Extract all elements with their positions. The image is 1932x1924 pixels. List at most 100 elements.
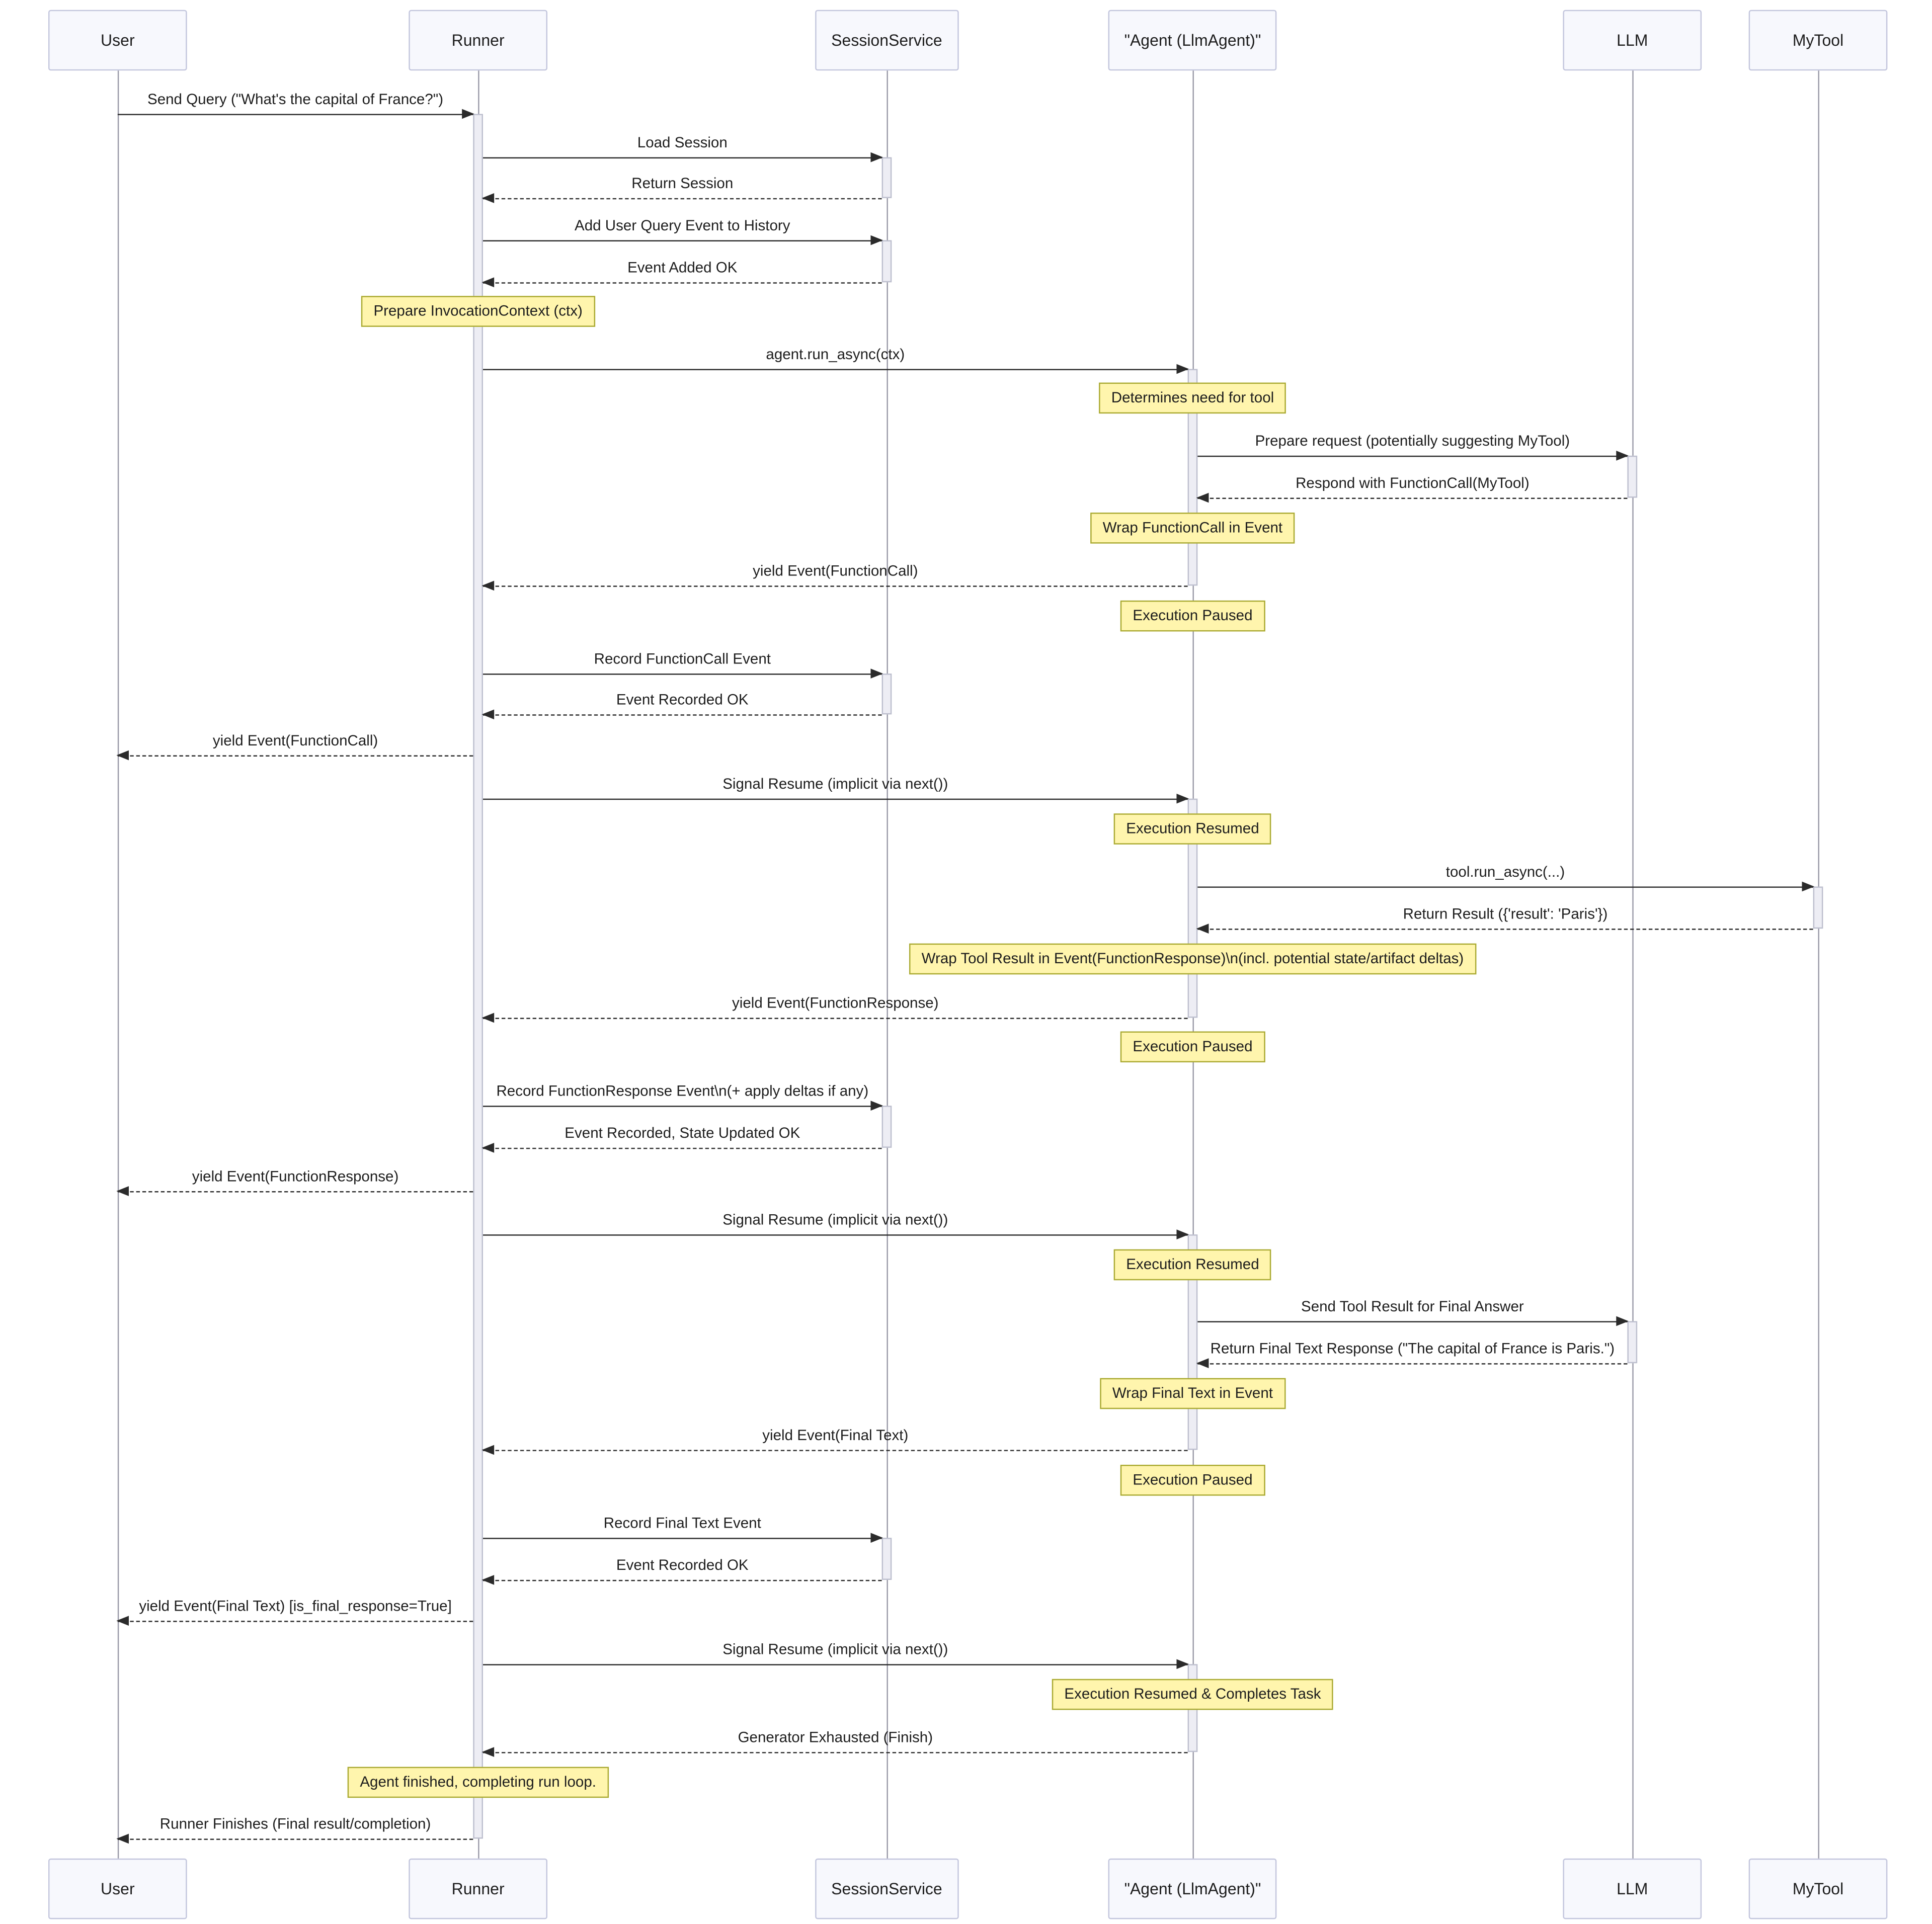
activation-llm [1627, 455, 1638, 498]
message-label: Prepare request (potentially suggesting … [1255, 432, 1570, 450]
message-line [483, 198, 882, 200]
participant-label: "Agent (LlmAgent)" [1124, 31, 1261, 50]
message-label: Event Recorded OK [616, 1556, 749, 1574]
note: Wrap Tool Result in Event(FunctionRespon… [909, 943, 1476, 975]
message-line [483, 1106, 882, 1107]
message-label: Runner Finishes (Final result/completion… [159, 1815, 431, 1833]
participant-mytool-bottom: MyTool [1748, 1858, 1888, 1919]
message-line [483, 1018, 1188, 1019]
message-label: yield Event(Final Text) [762, 1426, 909, 1444]
message-label: Signal Resume (implicit via next()) [722, 775, 948, 793]
arrowhead-icon [1196, 924, 1209, 934]
arrowhead-icon [481, 709, 495, 720]
message-label: Return Final Text Response ("The capital… [1210, 1340, 1615, 1357]
arrowhead-icon [870, 1533, 883, 1543]
arrowhead-icon [481, 1445, 495, 1455]
message-line [483, 1579, 882, 1581]
message-arrow: Return Result ({'result': 'Paris'}) [1196, 904, 1813, 934]
message-line [1197, 929, 1813, 930]
message-label: tool.run_async(...) [1445, 863, 1565, 881]
arrowhead-icon [481, 1747, 495, 1757]
message-arrow: Add User Query Event to History [483, 215, 883, 245]
message-arrow: Signal Resume (implicit via next()) [483, 774, 1189, 804]
message-arrow: Event Recorded OK [481, 690, 882, 720]
message-label: Signal Resume (implicit via next()) [722, 1211, 948, 1228]
message-label: Record Final Text Event [603, 1514, 761, 1532]
message-line [483, 1538, 882, 1539]
participant-label: User [101, 1879, 135, 1898]
message-line [483, 714, 882, 716]
message-line [483, 798, 1188, 800]
activation-sessionservice [881, 157, 892, 198]
arrowhead-icon [116, 1616, 129, 1626]
message-line [117, 1621, 473, 1622]
message-arrow: Signal Resume (implicit via next()) [483, 1210, 1189, 1240]
arrowhead-icon [870, 1101, 883, 1111]
message-line [1197, 455, 1628, 457]
message-label: Event Added OK [627, 259, 738, 276]
note: Determines need for tool [1099, 382, 1286, 414]
participant-label: LLM [1617, 1879, 1648, 1898]
message-label: yield Event(FunctionResponse) [192, 1167, 399, 1185]
message-line [1197, 497, 1628, 499]
arrowhead-icon [1616, 1316, 1629, 1326]
participant-runner-bottom: Runner [409, 1858, 548, 1919]
note: Execution Paused [1120, 1031, 1265, 1063]
arrowhead-icon [116, 1186, 129, 1196]
arrowhead-icon [1196, 1358, 1209, 1369]
participant-runner-top: Runner [409, 10, 548, 71]
participant-label: MyTool [1792, 31, 1844, 50]
message-line [483, 282, 882, 284]
note: Execution Paused [1120, 600, 1265, 632]
message-line [483, 1664, 1188, 1665]
note: Execution Resumed [1113, 813, 1272, 845]
message-line [117, 1191, 473, 1193]
note: Execution Paused [1120, 1465, 1265, 1496]
message-line [483, 369, 1188, 371]
message-line [483, 1234, 1188, 1236]
message-line [483, 1147, 882, 1149]
note: Wrap Final Text in Event [1100, 1378, 1285, 1409]
arrowhead-icon [481, 1143, 495, 1153]
message-label: Return Session [631, 175, 734, 192]
participant-label: Runner [451, 1879, 505, 1898]
message-line [483, 157, 882, 159]
participant-user-bottom: User [48, 1858, 187, 1919]
arrowhead-icon [1616, 451, 1629, 461]
lifeline-user [117, 70, 119, 1859]
arrowhead-icon [1176, 364, 1189, 374]
participant-llm-bottom: LLM [1563, 1858, 1702, 1919]
message-arrow: Record Final Text Event [483, 1513, 883, 1543]
message-label: yield Event(FunctionResponse) [732, 994, 939, 1012]
arrowhead-icon [481, 1013, 495, 1023]
message-arrow: Runner Finishes (Final result/completion… [116, 1814, 473, 1844]
message-label: Send Query ("What's the capital of Franc… [147, 90, 444, 108]
message-arrow: agent.run_async(ctx) [483, 344, 1189, 374]
message-label: Record FunctionCall Event [594, 650, 771, 667]
message-label: yield Event(FunctionCall) [753, 562, 918, 580]
message-label: yield Event(Final Text) [is_final_respon… [139, 1597, 452, 1615]
message-label: Generator Exhausted (Finish) [738, 1728, 933, 1746]
message-line [483, 585, 1188, 587]
arrowhead-icon [1176, 1229, 1189, 1240]
message-arrow: Event Recorded, State Updated OK [481, 1123, 882, 1153]
message-label: Event Recorded, State Updated OK [565, 1124, 800, 1142]
activation-sessionservice [881, 240, 892, 283]
message-label: Record FunctionResponse Event\n(+ apply … [496, 1082, 869, 1100]
activation-runner [473, 114, 484, 1839]
message-line [117, 114, 473, 115]
arrowhead-icon [462, 109, 474, 119]
message-label: Signal Resume (implicit via next()) [722, 1640, 948, 1658]
arrowhead-icon [1176, 1659, 1189, 1669]
message-arrow: Send Query ("What's the capital of Franc… [117, 89, 474, 119]
arrowhead-icon [1196, 492, 1209, 503]
note: Agent finished, completing run loop. [347, 1767, 609, 1798]
activation-mytool [1813, 886, 1823, 929]
arrowhead-icon [481, 580, 495, 591]
message-arrow: Generator Exhausted (Finish) [481, 1727, 1188, 1757]
message-arrow: Record FunctionCall Event [483, 649, 883, 679]
message-line [117, 755, 473, 757]
message-arrow: Prepare request (potentially suggesting … [1197, 431, 1629, 461]
participant-agent-bottom: "Agent (LlmAgent)" [1108, 1858, 1277, 1919]
